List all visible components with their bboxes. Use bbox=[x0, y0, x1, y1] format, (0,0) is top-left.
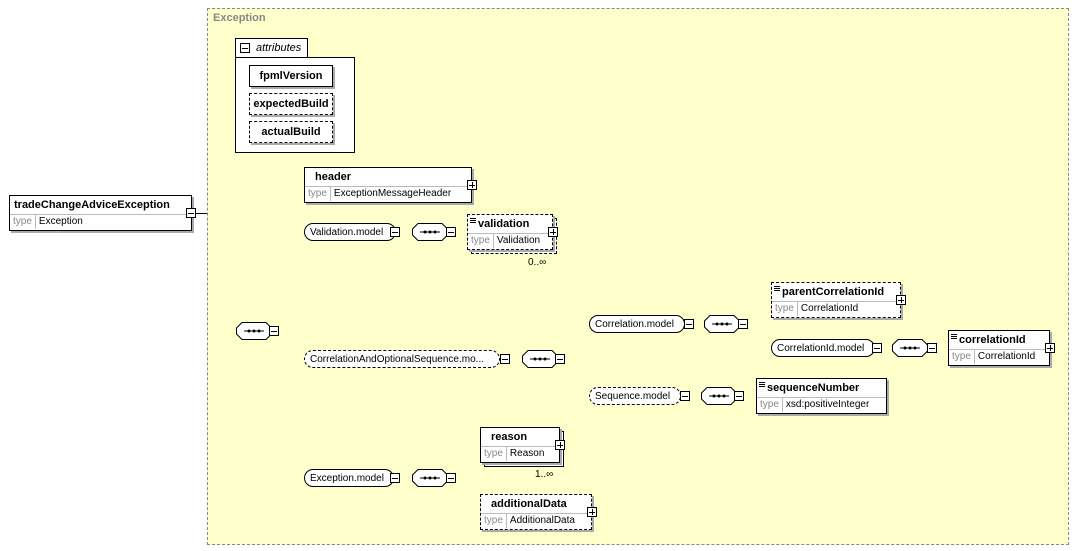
correlation-and-optional-sequence-model-group[interactable]: CorrelationAndOptionalSequence.mo... bbox=[304, 350, 500, 368]
collapse-icon[interactable] bbox=[269, 326, 279, 336]
sequence-compositor-icon[interactable] bbox=[892, 339, 928, 357]
type-value: Reason bbox=[509, 448, 545, 459]
correlation-id-model-group[interactable]: CorrelationId.model bbox=[771, 339, 875, 357]
sequence-compositor-icon[interactable] bbox=[412, 223, 448, 241]
collapse-icon[interactable] bbox=[734, 391, 744, 401]
type-key: type bbox=[10, 215, 36, 229]
expand-icon[interactable] bbox=[467, 180, 477, 190]
expand-icon[interactable] bbox=[587, 507, 597, 517]
correlation-model-group[interactable]: Correlation.model bbox=[589, 315, 685, 333]
type-value: AdditionalData bbox=[509, 515, 575, 526]
type-key: type bbox=[481, 447, 507, 461]
sequence-compositor-icon[interactable] bbox=[236, 322, 272, 340]
sequence-compositor-icon[interactable] bbox=[522, 350, 558, 368]
documentation-icon bbox=[470, 218, 476, 223]
collapse-icon[interactable] bbox=[240, 43, 250, 53]
collapse-icon[interactable] bbox=[872, 343, 882, 353]
element-name: additionalData bbox=[491, 498, 567, 510]
collapse-icon[interactable] bbox=[390, 473, 400, 483]
sequence-compositor-icon[interactable] bbox=[704, 315, 740, 333]
cardinality-label: 1..∞ bbox=[535, 469, 554, 480]
attributes-label: attributes bbox=[256, 42, 302, 54]
complex-type-title: Exception bbox=[213, 12, 266, 24]
documentation-icon bbox=[774, 286, 780, 291]
type-value: Validation bbox=[496, 235, 541, 246]
element-name: header bbox=[315, 171, 352, 183]
collapse-icon[interactable] bbox=[555, 354, 565, 364]
element-name: validation bbox=[478, 218, 530, 230]
type-key: type bbox=[772, 302, 798, 316]
element-name: reason bbox=[491, 431, 528, 443]
sequence-compositor-icon[interactable] bbox=[412, 469, 448, 487]
expand-icon[interactable] bbox=[896, 295, 906, 305]
attribute-expectedbuild[interactable]: expectedBuild bbox=[249, 93, 333, 115]
collapse-icon[interactable] bbox=[684, 319, 694, 329]
element-name: sequenceNumber bbox=[767, 382, 860, 394]
type-key: type bbox=[468, 234, 494, 248]
validation-model-group[interactable]: Validation.model bbox=[304, 223, 396, 241]
collapse-icon[interactable] bbox=[390, 227, 400, 237]
expand-icon[interactable] bbox=[555, 440, 565, 450]
collapse-icon[interactable] bbox=[186, 208, 196, 218]
attribute-actualbuild[interactable]: actualBuild bbox=[249, 121, 333, 143]
collapse-icon[interactable] bbox=[680, 391, 690, 401]
type-key: type bbox=[757, 398, 783, 412]
documentation-icon bbox=[951, 334, 957, 339]
sequence-model-group[interactable]: Sequence.model bbox=[589, 387, 681, 405]
collapse-icon[interactable] bbox=[446, 473, 456, 483]
collapse-icon[interactable] bbox=[500, 354, 510, 364]
type-value: CorrelationId bbox=[800, 303, 859, 314]
type-key: type bbox=[949, 350, 975, 364]
sequence-compositor-icon[interactable] bbox=[701, 387, 737, 405]
type-key: type bbox=[481, 514, 507, 528]
attribute-fpmlversion[interactable]: fpmlVersion bbox=[249, 65, 333, 87]
type-value: xsd:positiveInteger bbox=[785, 399, 870, 410]
type-value: ExceptionMessageHeader bbox=[333, 188, 452, 199]
cardinality-label: 0..∞ bbox=[528, 257, 547, 268]
collapse-icon[interactable] bbox=[446, 227, 456, 237]
type-key: type bbox=[305, 187, 331, 201]
type-value: Exception bbox=[38, 216, 83, 227]
exception-model-group[interactable]: Exception.model bbox=[304, 469, 394, 487]
type-value: CorrelationId bbox=[977, 351, 1036, 362]
element-name: parentCorrelationId bbox=[782, 286, 885, 298]
expand-icon[interactable] bbox=[1045, 343, 1055, 353]
expand-icon[interactable] bbox=[548, 227, 558, 237]
collapse-icon[interactable] bbox=[927, 343, 937, 353]
collapse-icon[interactable] bbox=[738, 319, 748, 329]
element-name: correlationId bbox=[959, 334, 1026, 346]
documentation-icon bbox=[759, 382, 765, 387]
element-name: tradeChangeAdviceException bbox=[14, 199, 170, 211]
attributes-tab[interactable]: attributes bbox=[235, 38, 308, 58]
